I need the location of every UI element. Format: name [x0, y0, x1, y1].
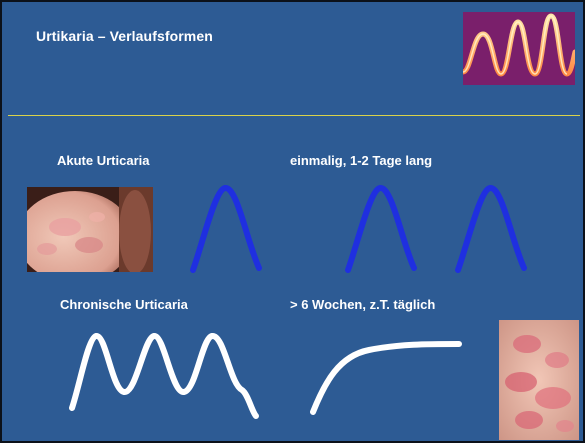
skin-rash-photo-icon [27, 187, 153, 272]
chronic-label: Chronische Urticaria [60, 297, 188, 312]
acute-curve-1 [187, 182, 267, 277]
chronic-curve-repeating [62, 324, 262, 419]
chronic-curve-persistent [307, 332, 472, 422]
slide-title: Urtikaria – Verlaufsformen [36, 28, 213, 44]
acute-description: einmalig, 1-2 Tage lang [290, 153, 432, 168]
chronic-description: > 6 Wochen, z.T. täglich [290, 297, 435, 312]
acute-label: Akute Urticaria [57, 153, 149, 168]
wave-thumbnail-icon [463, 12, 575, 85]
title-rule [8, 115, 580, 116]
acute-curve-3 [452, 182, 532, 277]
skin-rash-photo-icon [499, 320, 579, 440]
acute-curve-2 [342, 182, 422, 277]
